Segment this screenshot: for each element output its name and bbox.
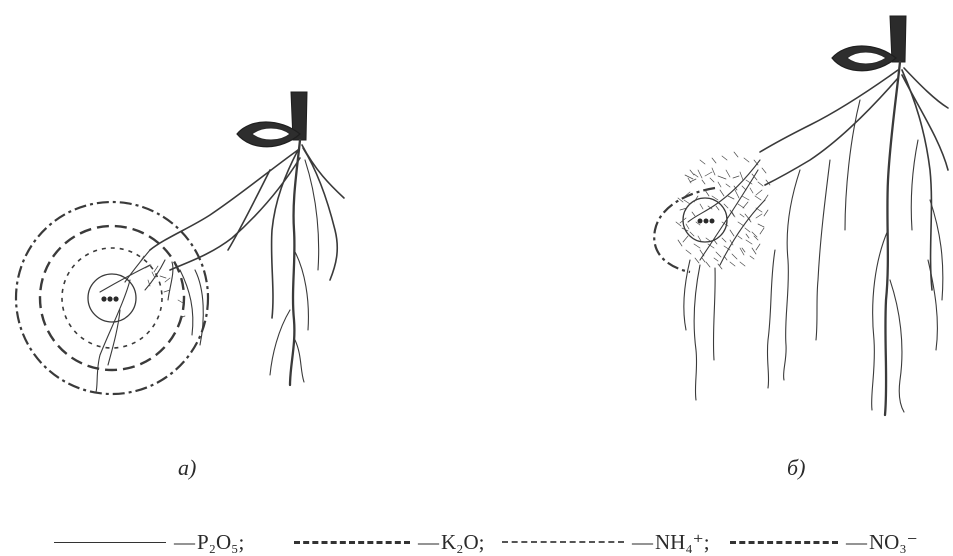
- panel-label-b: б): [787, 455, 805, 481]
- panel-a-plant: [16, 92, 344, 394]
- legend-line-long-dash: [294, 541, 410, 544]
- main-root-a: [290, 140, 300, 385]
- legend-line-solid: [54, 542, 166, 543]
- main-root-b: [885, 62, 900, 415]
- legend-dash: —: [846, 530, 867, 555]
- legend-formula-no3: NO₃⁻: [869, 530, 918, 555]
- legend-item-no3: — NO₃⁻: [730, 528, 918, 556]
- legend-line-short-dash: [502, 541, 624, 543]
- legend-formula-p2o5: P₂O₅;: [197, 530, 244, 555]
- legend: — P₂O₅; — K₂O; — NH₄⁺; — NO₃⁻: [54, 528, 953, 556]
- fertilizer-granule-b: [698, 219, 715, 224]
- fertilizer-granule-a: [101, 296, 118, 301]
- panel-label-a: а): [178, 455, 196, 481]
- dense-root-mass-b: [676, 152, 770, 269]
- legend-formula-nh4: NH₄⁺;: [655, 530, 710, 555]
- legend-dash: —: [174, 530, 195, 555]
- legend-formula-k2o: K₂O;: [441, 530, 485, 555]
- legend-dash: —: [632, 530, 653, 555]
- lateral-root-a: [150, 150, 298, 250]
- lateral-root-b: [760, 70, 898, 152]
- legend-item-p2o5: — P₂O₅;: [54, 528, 244, 556]
- legend-item-k2o: — K₂O;: [294, 528, 485, 556]
- legend-item-nh4: — NH₄⁺;: [502, 528, 710, 556]
- legend-dash: —: [418, 530, 439, 555]
- panel-b-plant: [654, 16, 948, 415]
- legend-line-dash-dot: [730, 541, 838, 544]
